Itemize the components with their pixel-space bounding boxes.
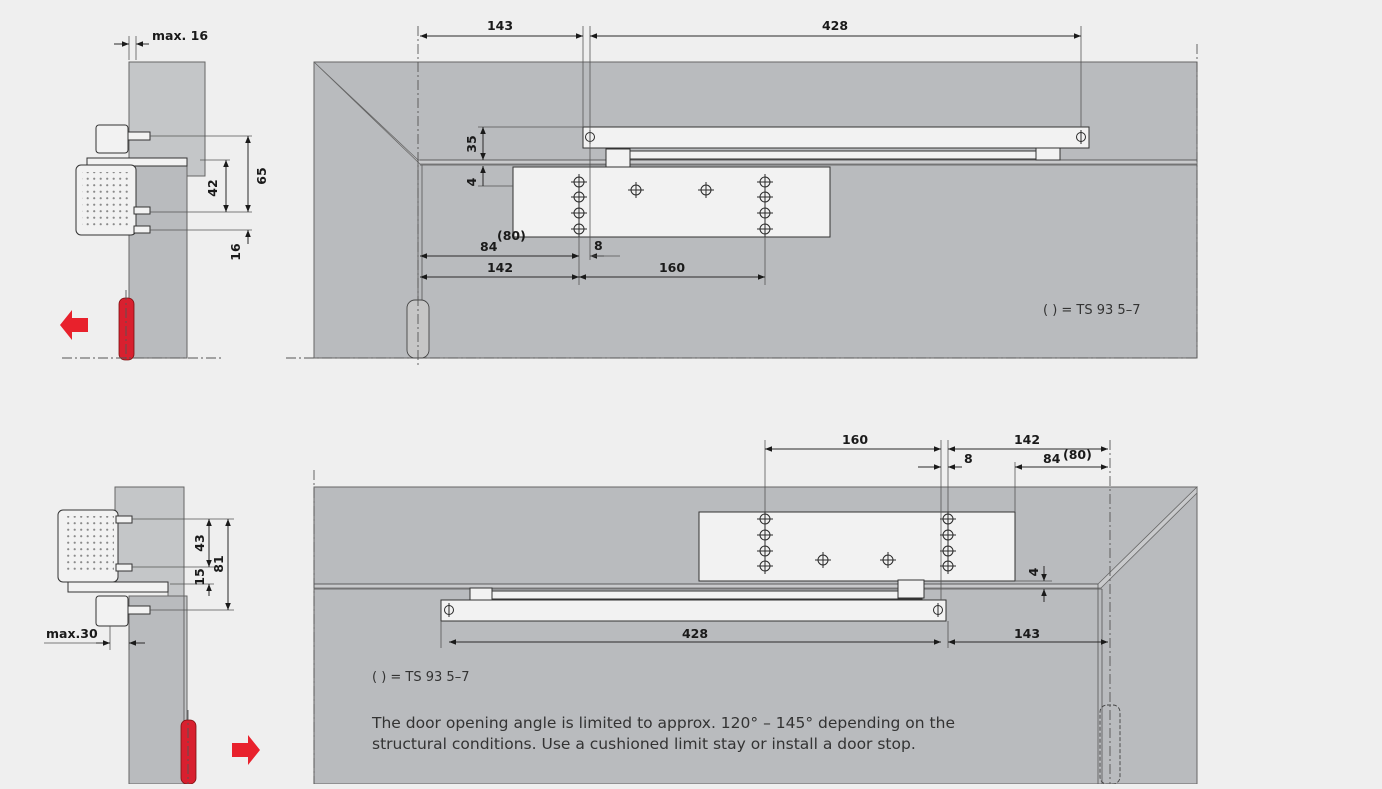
bottom-mount-holes [757,511,956,574]
bottom-front-elevation: 160 142 8 84 (80) 4 428 143 ( ) = TS 93 … [313,432,1198,785]
top-mount-holes [571,174,773,237]
bottom-dim-428: 428 [682,626,708,641]
bottom-arm [469,590,923,600]
top-legend: ( ) = TS 93 5–7 [1043,303,1140,318]
bottom-dim-80: (80) [1063,447,1092,462]
bottom-dim-142: 142 [1014,432,1040,447]
top-dim-142: 142 [487,260,513,275]
bottom-view: 81 43 15 max.30 [44,432,1198,785]
top-side-42: 42 [205,179,220,196]
top-dim-84: 84 [480,239,498,254]
top-side-65: 65 [254,167,269,184]
top-arm-plate [86,157,188,167]
bottom-hinge [180,719,197,785]
bottom-side-15: 15 [192,568,207,585]
top-hinge [118,297,135,361]
top-opening-arrow [60,310,88,340]
top-dim-4: 4 [464,177,479,186]
bottom-door-leaf [128,595,188,785]
top-dim-143: 143 [487,18,513,33]
top-front-elevation: 143 428 35 4 84 (80) 8 142 160 ( ) = TS [286,18,1198,368]
top-view: max. 16 65 42 16 [60,18,1198,368]
top-slide-rail-end [95,124,129,154]
bottom-dim-143: 143 [1014,626,1040,641]
top-closer-plate [512,166,831,238]
bottom-side-max30: max.30 [46,626,98,641]
top-dim-160: 160 [659,260,685,275]
top-closer-screw-1 [133,206,151,215]
bottom-opening-arrow [232,735,260,765]
bottom-dim-8: 8 [964,451,973,466]
bottom-side-section: 81 43 15 max.30 [44,486,260,785]
bottom-arm-plate [67,581,169,593]
top-arm [605,150,1059,160]
bottom-dim-160: 160 [842,432,868,447]
top-closer-screw-2 [133,225,151,234]
bottom-side-43: 43 [192,534,207,551]
bottom-closer-plate [698,511,1016,582]
top-side-16: 16 [228,243,243,261]
top-rail-screw [127,131,151,141]
bottom-slide-rail-end [95,595,129,627]
bottom-slide-rail [440,599,947,622]
bottom-legend: ( ) = TS 93 5–7 [372,670,469,685]
opening-angle-note-line1: The door opening angle is limited to app… [371,714,955,732]
top-dim-428: 428 [822,18,848,33]
top-side-section: max. 16 65 42 16 [60,28,269,362]
top-dim-35: 35 [464,135,479,152]
top-closer-vent [82,172,132,228]
bottom-closer-vent [64,516,114,572]
top-side-max16: max. 16 [152,28,208,43]
opening-angle-note-line2: structural conditions. Use a cushioned l… [372,735,916,753]
top-dim-80: (80) [497,228,526,243]
bottom-dim-4: 4 [1026,567,1041,576]
top-dim-8: 8 [594,238,603,253]
top-slide-rail [582,126,1090,149]
bottom-side-81: 81 [211,555,226,572]
bottom-dim-84: 84 [1043,451,1061,466]
